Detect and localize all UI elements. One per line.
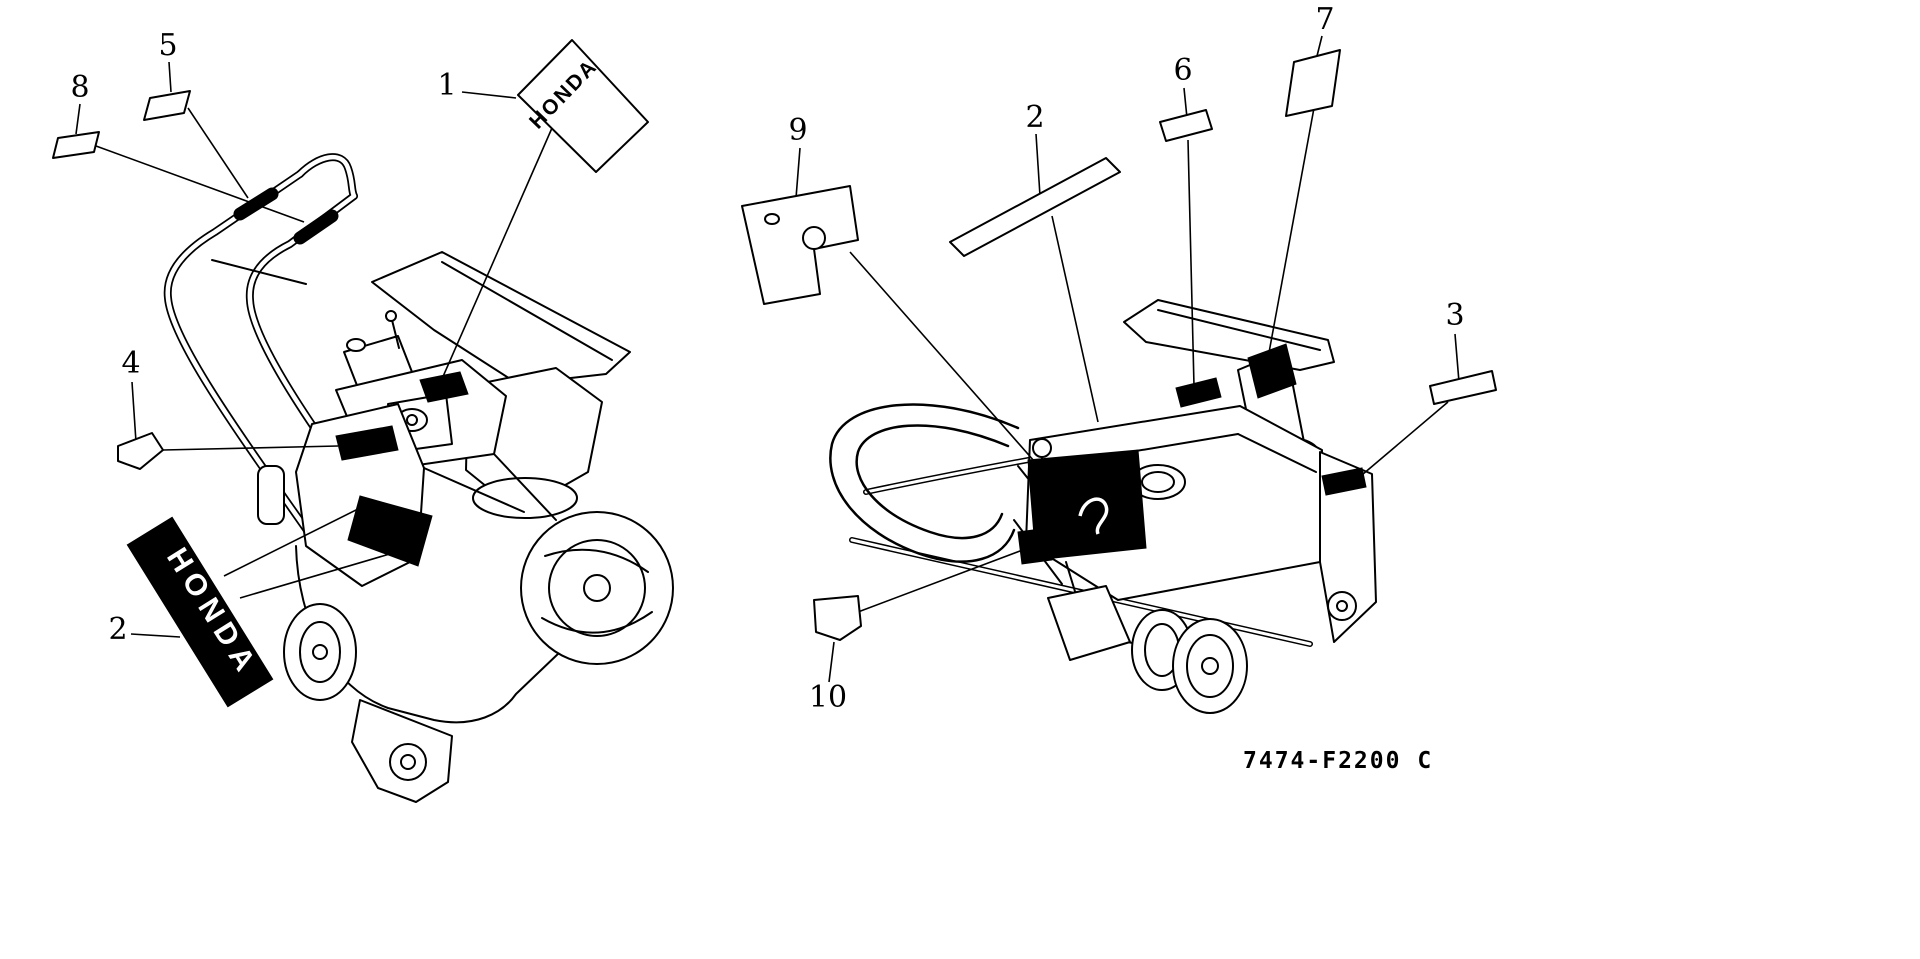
leader-1a <box>461 91 517 99</box>
decal-location-1 <box>419 371 469 403</box>
decal-location-10 <box>1017 527 1053 565</box>
left-machine-drawing <box>163 153 674 803</box>
decal-parts: HONDA <box>52 39 1497 641</box>
decal-8 <box>52 131 100 159</box>
callout-number-2-left: 2 <box>108 612 128 647</box>
callout-number-6: 6 <box>1173 53 1193 88</box>
decal-5 <box>143 90 191 121</box>
leader-10b <box>857 547 1029 613</box>
leader-1b <box>437 127 553 389</box>
callout-number-10: 10 <box>808 680 848 715</box>
callout-number-1: 1 <box>437 68 457 103</box>
choke-symbol <box>1078 497 1109 535</box>
callout-number-2-right: 2 <box>1025 100 1045 135</box>
honda-badge-decal: HONDA <box>126 516 274 708</box>
leader-7b <box>1267 107 1315 359</box>
leader-6b <box>1187 139 1195 387</box>
callout-number-3: 3 <box>1445 298 1465 333</box>
leader-4b <box>162 445 339 451</box>
decal-location-6 <box>1175 377 1222 408</box>
decal-location-2-left <box>347 495 433 567</box>
leader-lines <box>75 35 1460 683</box>
decal-location-4 <box>335 425 399 461</box>
decal-4 <box>117 432 164 470</box>
decal-7 <box>1285 49 1341 117</box>
leader-5a <box>168 61 172 93</box>
decal-location-7 <box>1247 343 1297 399</box>
leader-2left-c <box>239 547 411 599</box>
leader-6a <box>1183 87 1188 119</box>
handle-grip-lower <box>293 209 339 245</box>
leader-8b <box>95 145 305 223</box>
callout-number-9: 9 <box>788 113 808 148</box>
leader-9a <box>795 147 801 199</box>
decal-location-3 <box>1321 467 1367 496</box>
leader-3a <box>1454 333 1460 383</box>
leader-3b <box>1355 401 1449 481</box>
decal-9 <box>741 185 859 305</box>
decal-10 <box>813 595 862 641</box>
leader-2right-a <box>1035 133 1041 197</box>
chute-deflector <box>371 251 631 385</box>
leader-4a <box>131 381 137 443</box>
callout-number-8: 8 <box>70 70 90 105</box>
callout-number-5: 5 <box>158 28 178 63</box>
leader-9b <box>849 251 1043 471</box>
leader-2left-a <box>130 633 181 638</box>
handle-cross-brace <box>211 259 307 285</box>
decal-6 <box>1159 109 1213 142</box>
leader-10a <box>828 641 835 683</box>
leader-2right-b <box>1051 215 1099 423</box>
callout-number-7: 7 <box>1315 2 1335 37</box>
diagram-code: 7474-F2200 C <box>1243 748 1434 774</box>
decal-2-right <box>949 157 1121 257</box>
leader-5b <box>187 107 249 199</box>
leader-8a <box>75 103 81 135</box>
decal-3 <box>1429 370 1497 405</box>
leader-2left-b <box>223 505 365 577</box>
handle-loop <box>829 403 1020 563</box>
decal-1-honda-sheet: HONDA <box>517 39 649 173</box>
chute-deflector-right <box>1123 299 1335 371</box>
right-machine-drawing <box>829 299 1377 714</box>
callout-number-4: 4 <box>121 346 141 381</box>
